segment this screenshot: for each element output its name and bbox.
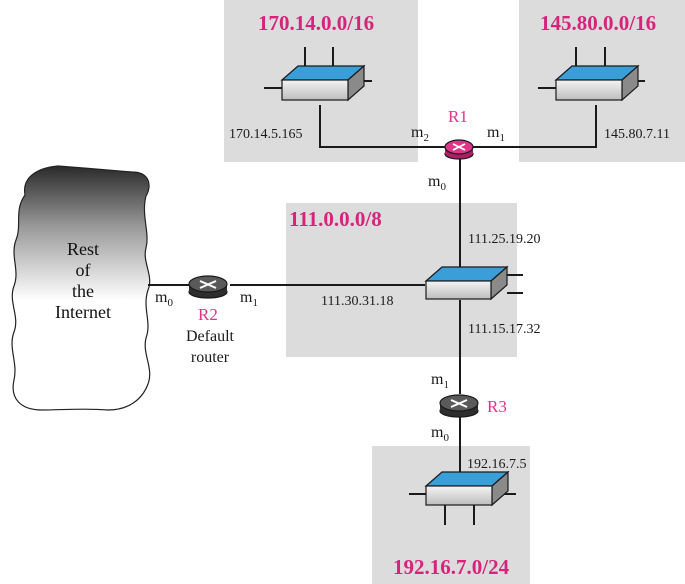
switch-145-icon [538,47,645,102]
internet-label-line2: of [76,260,91,280]
network-label-192: 192.16.7.0/24 [393,555,510,579]
r1-port-m1: m1 [487,124,505,144]
r3-port-m0: m0 [431,424,449,444]
network-label-145: 145.80.0.0/16 [540,11,656,35]
switch-192-icon [409,470,516,525]
router-r2-caption-line1: Default [186,328,235,345]
link-170-to-r1 [319,105,446,148]
address-111-15-17-32: 111.15.17.32 [468,322,540,337]
switch-111-icon [424,265,523,301]
router-r2-caption-line2: router [191,349,230,366]
address-111-30-31-18: 111.30.31.18 [321,294,393,309]
internet-label-line4: Internet [55,302,111,322]
r3-port-m1: m1 [431,371,449,391]
link-r1-to-145 [472,105,597,148]
router-r1-icon [444,139,474,160]
r2-port-m1: m1 [240,289,258,309]
network-label-111: 111.0.0.0/8 [289,207,382,231]
router-r3-name: R3 [487,397,507,416]
r1-port-m0: m0 [428,173,446,193]
internet-label-line3: the [72,281,94,301]
router-r1-name: R1 [448,107,468,126]
r2-port-m0: m0 [155,289,173,309]
router-r3-icon [439,394,479,418]
address-192-16-7-5: 192.16.7.5 [467,457,527,472]
address-145-80-7-11: 145.80.7.11 [604,127,670,142]
router-r2-name: R2 [198,305,218,324]
r1-port-m2: m2 [411,124,429,144]
internet-cloud [11,165,151,411]
internet-label-line1: Rest [67,239,99,259]
address-170-14-5-165: 170.14.5.165 [229,127,303,142]
switch-170-icon [264,47,372,102]
lan-panel-192 [372,446,530,584]
network-label-170: 170.14.0.0/16 [258,11,374,35]
address-111-25-19-20: 111.25.19.20 [468,232,540,247]
router-r2-icon [188,275,228,299]
